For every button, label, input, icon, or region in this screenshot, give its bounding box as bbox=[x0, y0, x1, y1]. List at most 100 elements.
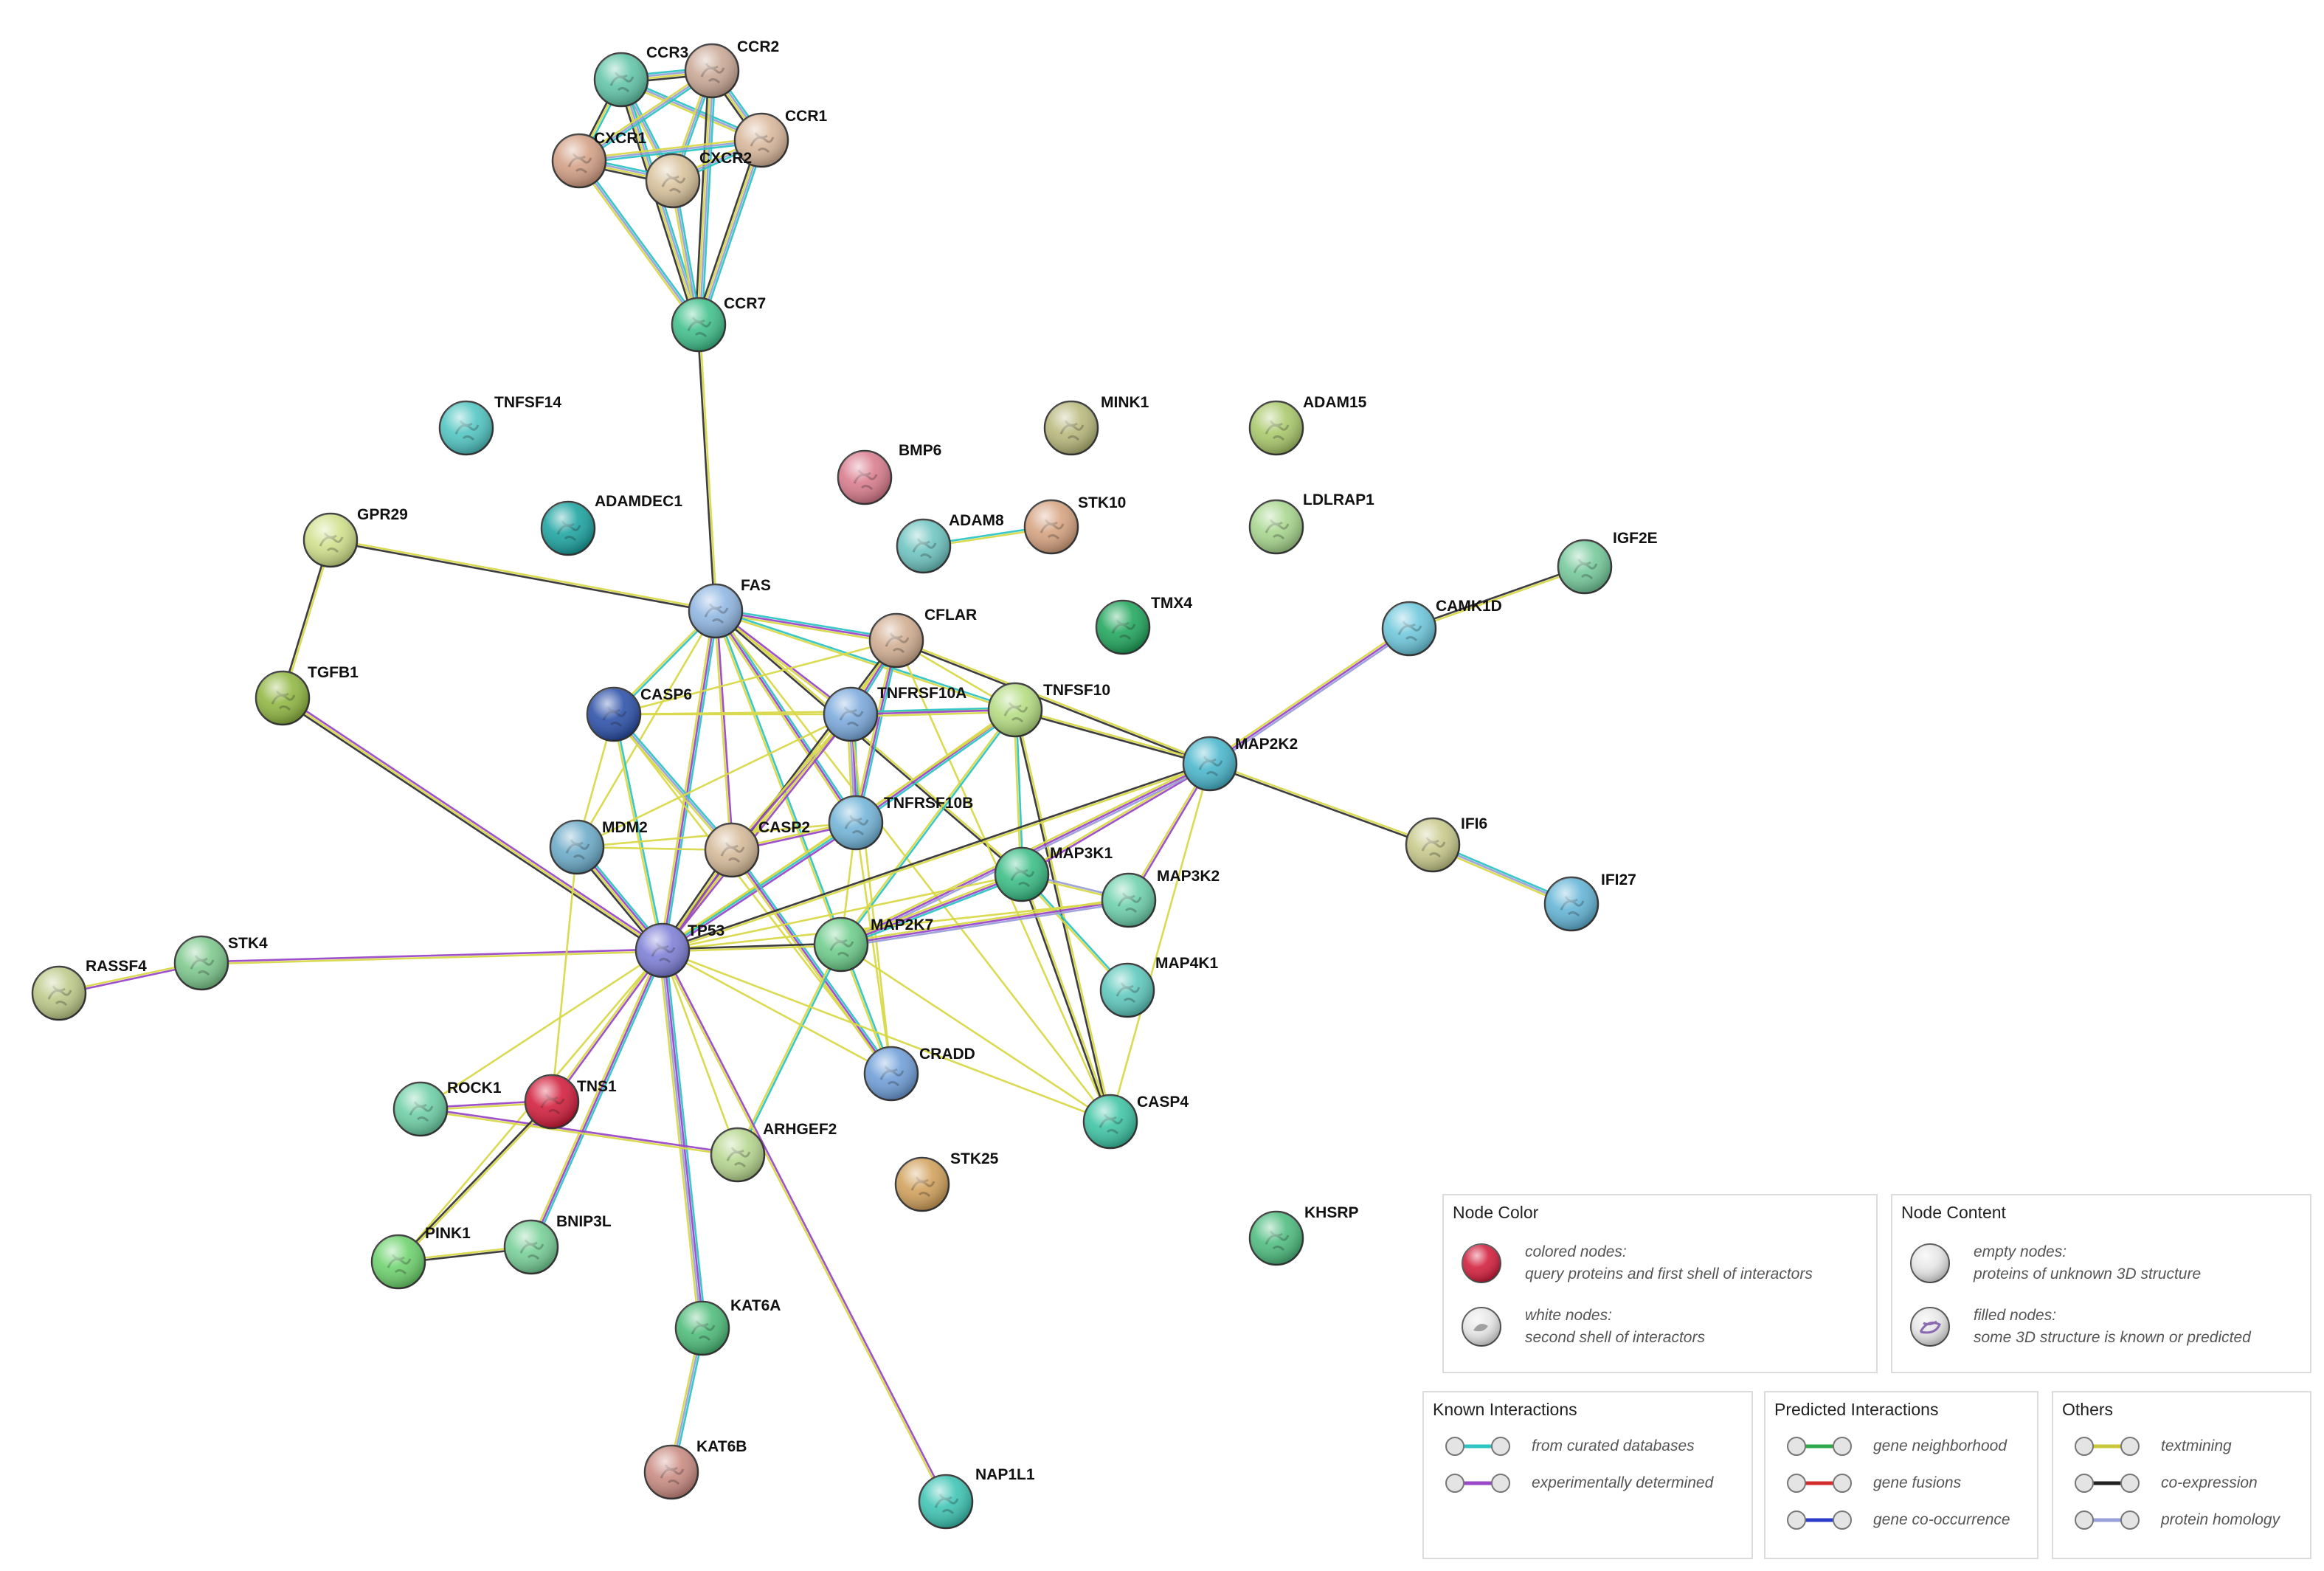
node-ccr3[interactable]: CCR3 bbox=[593, 44, 688, 108]
edge-strand bbox=[613, 639, 897, 716]
node-label: MAP2K7 bbox=[871, 916, 933, 933]
node-map3k1[interactable]: MAP3K1 bbox=[994, 845, 1113, 902]
edge-map2k2-ifi6 bbox=[1209, 762, 1434, 847]
node-rassf4[interactable]: RASSF4 bbox=[31, 958, 147, 1021]
edge-strand bbox=[694, 139, 759, 324]
node-adamdec1[interactable]: ADAMDEC1 bbox=[540, 493, 682, 556]
edge-cflar-casp6 bbox=[613, 639, 897, 716]
node-mdm2[interactable]: MDM2 bbox=[549, 819, 648, 875]
node-map2k7[interactable]: MAP2K7 bbox=[813, 916, 933, 973]
node-shine bbox=[705, 824, 758, 877]
edge-strand bbox=[1015, 709, 1113, 1122]
edge-strand bbox=[696, 70, 712, 325]
node-ifi6[interactable]: IFI6 bbox=[1405, 815, 1487, 873]
node-bnip3l[interactable]: BNIP3L bbox=[503, 1213, 612, 1275]
edge-strand bbox=[839, 708, 1015, 945]
edge-strand bbox=[662, 821, 857, 952]
node-shine bbox=[256, 671, 309, 725]
edge-ccr1-ccr7 bbox=[694, 139, 766, 326]
edge-strand bbox=[715, 612, 896, 644]
legend-predicted-row-gene-neighborhood: gene neighborhood bbox=[1786, 1435, 2007, 1457]
node-adam8[interactable]: ADAM8 bbox=[896, 512, 1004, 574]
edge-strand bbox=[330, 540, 716, 613]
node-adam15[interactable]: ADAM15 bbox=[1248, 394, 1367, 456]
node-shine bbox=[394, 1083, 447, 1136]
node-shine bbox=[676, 1302, 729, 1355]
node-tnfrsf10a[interactable]: TNFRSF10A bbox=[823, 685, 966, 742]
node-stk10[interactable]: STK10 bbox=[1023, 494, 1126, 555]
node-camk1d[interactable]: CAMK1D bbox=[1381, 598, 1502, 657]
legend-line-from-curated-databases bbox=[1445, 1437, 1510, 1456]
node-ldlrap1[interactable]: LDLRAP1 bbox=[1248, 491, 1374, 555]
node-label: CCR7 bbox=[724, 295, 766, 312]
node-kat6b[interactable]: KAT6B bbox=[643, 1438, 747, 1500]
edge-casp6-tnfsf10 bbox=[613, 708, 1016, 716]
edge-strand bbox=[714, 610, 857, 824]
node-tnfsf10[interactable]: TNFSF10 bbox=[987, 682, 1110, 738]
node-tns1[interactable]: TNS1 bbox=[524, 1074, 617, 1130]
node-tnfsf14[interactable]: TNFSF14 bbox=[438, 394, 561, 456]
edge-strand bbox=[576, 713, 851, 849]
node-pink1[interactable]: PINK1 bbox=[370, 1225, 471, 1290]
node-label: KAT6A bbox=[730, 1297, 781, 1314]
node-stk4[interactable]: STK4 bbox=[173, 935, 268, 991]
edge-strand bbox=[738, 945, 843, 1156]
node-tp53[interactable]: TP53 bbox=[634, 922, 724, 978]
node-cflar[interactable]: CFLAR bbox=[868, 607, 977, 669]
node-tnfrsf10b[interactable]: TNFRSF10B bbox=[828, 795, 973, 851]
node-rock1[interactable]: ROCK1 bbox=[392, 1080, 502, 1137]
node-ccr1[interactable]: CCR1 bbox=[733, 108, 827, 168]
node-kat6a[interactable]: KAT6A bbox=[674, 1297, 781, 1356]
edge-casp2-cradd bbox=[729, 848, 894, 1076]
node-map4k1[interactable]: MAP4K1 bbox=[1099, 955, 1219, 1018]
node-igf2e[interactable]: IGF2E bbox=[1557, 530, 1658, 595]
node-arhgef2[interactable]: ARHGEF2 bbox=[710, 1121, 837, 1183]
node-ccr2[interactable]: CCR2 bbox=[684, 38, 779, 99]
edge-strand bbox=[851, 711, 1016, 718]
node-casp6[interactable]: CASP6 bbox=[586, 686, 692, 742]
edge-strand bbox=[579, 141, 762, 165]
node-stk25[interactable]: STK25 bbox=[894, 1150, 999, 1212]
edge-strand bbox=[660, 820, 856, 950]
node-casp4[interactable]: CASP4 bbox=[1082, 1094, 1189, 1150]
node-label: CXCR1 bbox=[594, 130, 647, 147]
node-shine bbox=[1096, 601, 1149, 654]
node-label: IFI27 bbox=[1601, 871, 1636, 888]
edge-strand bbox=[662, 762, 1210, 950]
edge-strand bbox=[280, 539, 331, 698]
node-bmp6[interactable]: BMP6 bbox=[837, 442, 941, 505]
node-map3k2[interactable]: MAP3K2 bbox=[1101, 868, 1220, 928]
node-ccr7[interactable]: CCR7 bbox=[671, 295, 766, 353]
edge-strand bbox=[665, 950, 707, 1328]
edge-strand bbox=[857, 641, 900, 824]
node-cradd[interactable]: CRADD bbox=[863, 1046, 975, 1102]
edge-strand bbox=[854, 640, 898, 824]
node-shine bbox=[711, 1128, 764, 1181]
edge-strand bbox=[614, 714, 665, 950]
node-casp2[interactable]: CASP2 bbox=[704, 819, 810, 878]
node-nap1l1[interactable]: NAP1L1 bbox=[918, 1466, 1035, 1530]
node-label: CXCR2 bbox=[699, 150, 752, 167]
node-khsrp[interactable]: KHSRP bbox=[1248, 1204, 1359, 1266]
node-map2k2[interactable]: MAP2K2 bbox=[1182, 736, 1298, 792]
legend-white-nodes-desc: second shell of interactors bbox=[1525, 1329, 1705, 1346]
legend-node-content: Node Content empty nodes: proteins of un… bbox=[1891, 1194, 2311, 1373]
node-label: STK4 bbox=[228, 935, 268, 952]
edge-fas-cradd bbox=[713, 610, 893, 1074]
legend-node-color-row-1: colored nodes: query proteins and first … bbox=[1460, 1241, 1813, 1285]
edge-strand bbox=[528, 949, 662, 1247]
node-gpr29[interactable]: GPR29 bbox=[302, 506, 408, 568]
node-mink1[interactable]: MINK1 bbox=[1043, 394, 1149, 456]
edge-strand bbox=[699, 324, 718, 611]
node-label: ADAM8 bbox=[949, 512, 1004, 529]
edge-strand bbox=[854, 822, 893, 1074]
node-cxcr2[interactable]: CXCR2 bbox=[645, 150, 752, 209]
node-cxcr1[interactable]: CXCR1 bbox=[551, 130, 647, 189]
edge-strand bbox=[895, 641, 1210, 766]
node-ifi27[interactable]: IFI27 bbox=[1543, 871, 1636, 932]
edge-strand bbox=[840, 943, 1111, 1123]
legend-line-gene-co-occurrence bbox=[1787, 1510, 1852, 1530]
node-tmx4[interactable]: TMX4 bbox=[1095, 595, 1192, 655]
node-tgfb1[interactable]: TGFB1 bbox=[255, 664, 359, 726]
node-fas[interactable]: FAS bbox=[688, 577, 771, 639]
